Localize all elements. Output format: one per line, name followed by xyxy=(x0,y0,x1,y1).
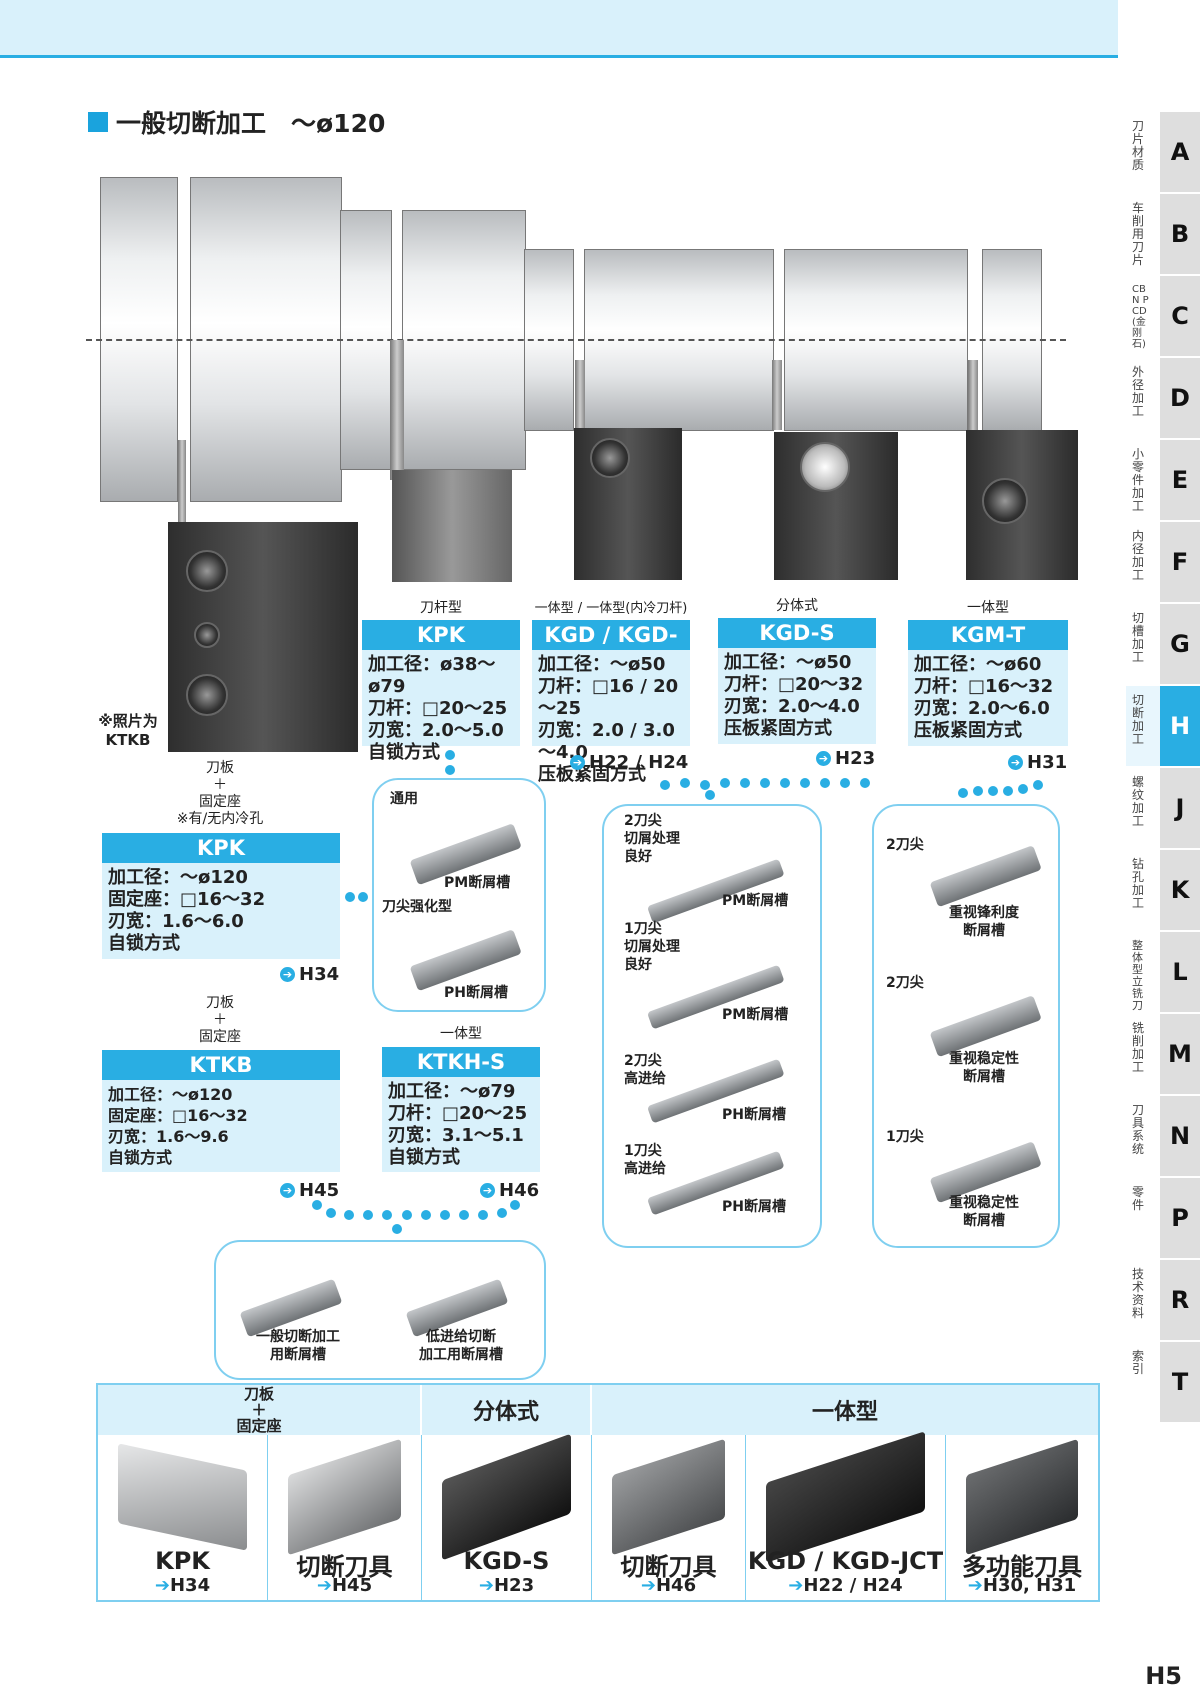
arrow-right-icon: ➔ xyxy=(280,1183,295,1198)
product-image xyxy=(966,1438,1078,1556)
screw-icon xyxy=(800,442,850,492)
kpk-spec: 加工径：～ø120 固定座：□16～32 刃宽：1.6～6.0 自锁方式 xyxy=(102,863,340,959)
arrow-right-icon: ➔ xyxy=(280,967,295,982)
tool-type-caption: 一体型 / 一体型(内冷刀杆) xyxy=(534,601,688,616)
insert-image xyxy=(409,929,522,992)
tool-type-caption: 刀杆型 xyxy=(420,600,462,616)
insert-group-kgd: 2刀尖 切屑处理 良好 PM断屑槽 1刀尖 切屑处理 良好 PM断屑槽 2刀尖 … xyxy=(602,804,822,1248)
page-ref-kgm-t[interactable]: ➔H31 xyxy=(1008,752,1067,773)
insert-group-kgm: 2刀尖 重视锋利度 断屑槽 2刀尖 重视稳定性 断屑槽 1刀尖 重视稳定性 断屑… xyxy=(872,804,1060,1248)
product-image xyxy=(118,1443,247,1551)
page-ref-ktkh-s[interactable]: ➔H46 xyxy=(480,1180,539,1201)
cutting-blade xyxy=(178,440,186,530)
arrow-right-icon: ➔ xyxy=(570,755,585,770)
page-number: H5 xyxy=(1145,1662,1182,1690)
cutting-blade xyxy=(968,360,978,430)
ktkb-name[interactable]: KTKB xyxy=(102,1050,340,1080)
kpk-small-spec: 加工径：ø38～ø79 刀杆：□20～25 刃宽：2.0～5.0 自锁方式 xyxy=(362,650,520,763)
screw-icon xyxy=(982,478,1028,524)
top-banner xyxy=(0,0,1118,58)
tool-shank xyxy=(392,470,512,582)
cutting-blade xyxy=(390,340,404,480)
screw-icon xyxy=(590,438,630,478)
square-bullet-icon xyxy=(88,112,108,132)
product-image xyxy=(766,1431,925,1563)
side-tab-c[interactable]: CBN PCD(金刚石)C xyxy=(1126,276,1200,356)
kgd-s-name[interactable]: KGD-S xyxy=(718,618,876,648)
table-header: 一体型 xyxy=(592,1385,1098,1435)
product-image xyxy=(612,1438,725,1556)
table-header: 分体式 xyxy=(422,1385,592,1435)
kgm-t-spec: 加工径：～ø60 刀杆：□16～32 刃宽：2.0～6.0 压板紧固方式 xyxy=(908,650,1068,746)
page-ref-ktkb[interactable]: ➔H45 xyxy=(280,1180,339,1201)
page-ref-kpk[interactable]: ➔H34 xyxy=(280,964,339,985)
insert-image xyxy=(929,995,1042,1058)
insert-group-ktk: 一般切断加工 用断屑槽 低进给切断 加工用断屑槽 xyxy=(214,1240,546,1380)
tool-type-caption: 一体型 xyxy=(440,1026,482,1042)
insert-image xyxy=(929,845,1042,908)
kpk-name[interactable]: KPK xyxy=(102,833,340,863)
ktkh-s-spec: 加工径：～ø79 刀杆：□20～25 刃宽：3.1～5.1 自锁方式 xyxy=(382,1077,540,1172)
product-cell[interactable]: 多功能刀具 ➔H30, H31 xyxy=(946,1435,1098,1600)
table-header: 刀板 ＋ 固定座 xyxy=(98,1385,422,1435)
arrow-right-icon: ➔ xyxy=(816,751,831,766)
kgd-spec: 加工径：～ø50 刀杆：□16 / 20～25 刃宽：2.0 / 3.0～4.0… xyxy=(532,650,690,785)
insert-group-kpk: 通用 PM断屑槽 刀尖强化型 PH断屑槽 xyxy=(372,778,546,1012)
centerline xyxy=(86,339,1066,341)
product-image xyxy=(288,1438,401,1556)
ktkh-s-name[interactable]: KTKH-S xyxy=(382,1047,540,1077)
product-cell[interactable]: KGD-S ➔H23 xyxy=(422,1433,592,1600)
product-cell[interactable]: KPK ➔H34 xyxy=(98,1435,268,1600)
product-cell[interactable]: 切断刀具 ➔H45 xyxy=(268,1435,422,1600)
tool-type-caption: 刀板 ＋ 固定座 xyxy=(199,995,241,1045)
kgm-t-name[interactable]: KGM-T xyxy=(908,620,1068,650)
arrow-right-icon: ➔ xyxy=(480,1183,495,1198)
machining-illustration xyxy=(0,0,1100,760)
product-cell[interactable]: 切断刀具 ➔H46 xyxy=(592,1435,746,1600)
page-ref-kgd-s[interactable]: ➔H23 xyxy=(816,748,875,769)
screw-icon xyxy=(186,674,228,716)
product-image xyxy=(442,1433,571,1561)
screw-icon xyxy=(194,622,220,648)
cutting-blade xyxy=(772,360,782,430)
screw-icon xyxy=(186,550,228,592)
kpk-small-name[interactable]: KPK xyxy=(362,620,520,650)
photo-note: ※照片为 KTKB xyxy=(98,712,158,749)
product-table: 刀板 ＋ 固定座 分体式 一体型 KPK ➔H34 切断刀具 ➔H45 KGD-… xyxy=(96,1383,1100,1602)
page-ref-kgd[interactable]: ➔H22 / H24 xyxy=(570,752,688,773)
ktkb-spec: 加工径：～ø120 固定座：□16～32 刃宽：1.6～9.6 自锁方式 xyxy=(102,1080,340,1172)
tool-type-caption: 刀板 ＋ 固定座 ※有/无内冷孔 xyxy=(176,760,264,827)
arrow-right-icon: ➔ xyxy=(1008,755,1023,770)
tool-type-caption: 一体型 xyxy=(967,600,1009,616)
tool-type-caption: 分体式 xyxy=(776,598,818,614)
cutting-blade xyxy=(575,360,585,430)
product-cell[interactable]: KGD / KGD-JCT ➔H22 / H24 xyxy=(746,1431,946,1600)
kgd-s-spec: 加工径：～ø50 刀杆：□20～32 刃宽：2.0～4.0 压板紧固方式 xyxy=(718,648,876,744)
section-title: 一般切断加工 ～ø120 xyxy=(88,104,385,140)
